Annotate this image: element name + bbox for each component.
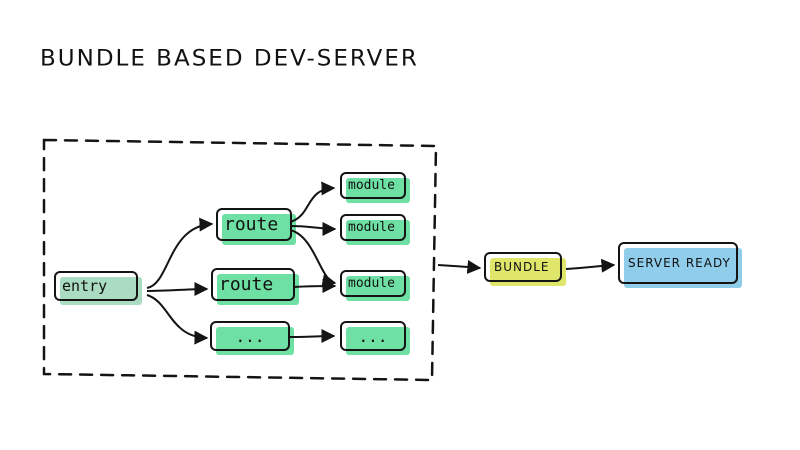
entry-node-label: entry [62, 277, 108, 295]
edge-route1-module3 [289, 229, 337, 288]
module-node-2: module [340, 214, 410, 245]
module-node-2-label: module [348, 220, 395, 235]
module-node-4: ... [340, 321, 410, 355]
route-node-3: ... [210, 321, 294, 355]
edge-server-bundle [437, 259, 482, 274]
edge-route2-module3 [293, 279, 337, 294]
bundle-node: BUNDLE [484, 252, 566, 286]
module-node-3-label: module [348, 276, 395, 291]
server-ready-node: SERVER READY [618, 242, 742, 288]
edge-entry-route1 [146, 217, 214, 289]
route-node-1-label: route [224, 214, 279, 235]
diagram-title: BUNDLE BASED DEV-SERVER [40, 46, 419, 72]
edge-bundle-serverready [565, 258, 616, 273]
route-node-3-label: ... [235, 326, 265, 346]
route-node-2: route [211, 268, 299, 305]
module-node-3: module [340, 270, 410, 301]
edge-route3-module4 [289, 329, 336, 344]
edge-route1-module2 [289, 221, 337, 236]
entry-node: entry [54, 271, 142, 305]
edge-entry-route3 [146, 294, 209, 345]
bundle-node-label: BUNDLE [494, 260, 550, 274]
module-node-1: module [340, 172, 410, 203]
dev-server-boundary [42, 138, 438, 382]
server-ready-node-label: SERVER READY [628, 256, 731, 270]
module-node-1-label: module [348, 178, 395, 193]
edge-route1-module1 [289, 181, 336, 223]
module-node-4-label: ... [358, 326, 388, 346]
route-node-2-label: route [219, 274, 274, 295]
edge-entry-route2 [146, 282, 209, 297]
route-node-1: route [216, 208, 296, 245]
